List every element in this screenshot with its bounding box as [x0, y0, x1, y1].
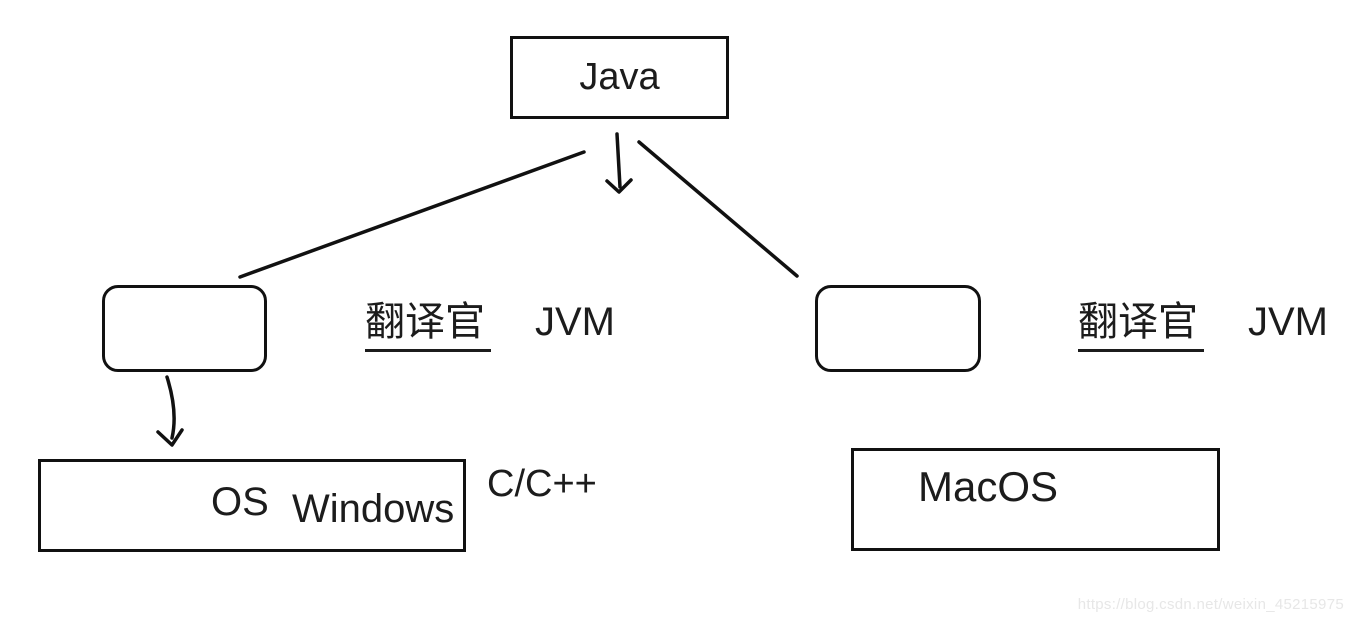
node-os-label: OS — [211, 480, 269, 524]
arrow-java-down-head — [605, 178, 633, 194]
watermark-url: https://blog.csdn.net/weixin_45215975 — [1077, 596, 1344, 613]
c-cpp-label: C/C++ — [487, 463, 597, 505]
arrow-jvm-left-to-os-head — [156, 428, 184, 447]
arrow-java-down-shaft — [615, 132, 622, 189]
node-macos: MacOS — [851, 448, 1220, 551]
arrow-jvm-left-to-os-shaft — [165, 375, 176, 440]
translator-label-left: 翻译官 JVM — [365, 302, 615, 352]
translator-left-jvm-text: JVM — [535, 300, 615, 344]
node-java-label: Java — [579, 56, 660, 98]
node-jvm-left — [102, 285, 267, 372]
translator-right-jvm-text: JVM — [1248, 300, 1328, 344]
translator-left-underlined-text: 翻译官 — [365, 302, 491, 352]
node-os-windows: OS Windows — [38, 459, 466, 552]
node-macos-label: MacOS — [918, 463, 1059, 510]
node-jvm-right — [815, 285, 981, 372]
translator-right-underlined-text: 翻译官 — [1078, 302, 1204, 352]
connector-java-to-jvm-left — [238, 150, 586, 279]
node-java: Java — [510, 36, 729, 119]
node-windows-label: Windows — [292, 487, 455, 531]
translator-label-right: 翻译官 JVM — [1078, 302, 1328, 352]
connector-java-to-jvm-right — [637, 140, 799, 278]
